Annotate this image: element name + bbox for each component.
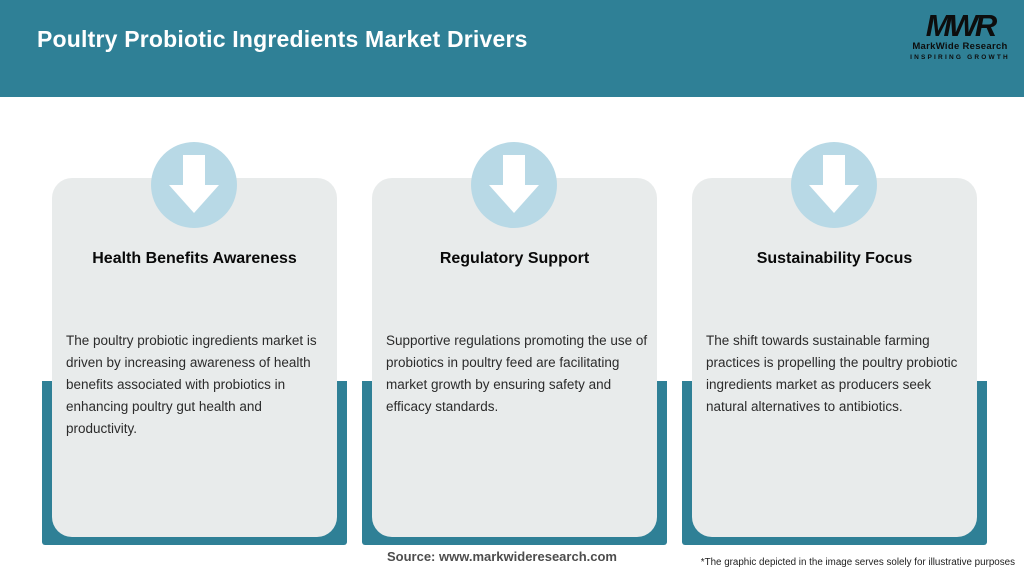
card-description: The shift towards sustainable farming pr… [706, 333, 958, 414]
arrow-stem [183, 155, 205, 186]
driver-card-group: Health Benefits Awareness The poultry pr… [42, 0, 347, 576]
down-arrow-icon [791, 142, 877, 228]
source-text: Source: www.markwideresearch.com [386, 549, 617, 564]
markwide-logo: MWR MarkWide Research INSPIRING GROWTH [910, 8, 1010, 62]
card-title: Sustainability Focus [756, 250, 913, 267]
driver-card-group: Regulatory Support Supportive regulation… [362, 0, 667, 576]
logo-mwr-icon: MWR [925, 8, 997, 43]
driver-card-group: Sustainability Focus The shift towards s… [682, 0, 987, 576]
card-description: Supportive regulations promoting the use… [386, 333, 648, 414]
card-title: Health Benefits Awareness [92, 250, 297, 267]
driver-card: Health Benefits Awareness The poultry pr… [52, 178, 337, 537]
arrow-head [169, 185, 219, 213]
down-arrow-icon [471, 142, 557, 228]
arrow-stem [823, 155, 845, 186]
arrow-stem [503, 155, 525, 186]
header-banner: Poultry Probiotic Ingredients Market Dri… [0, 0, 1024, 97]
logo-tagline: INSPIRING GROWTH [910, 54, 1010, 61]
arrow-head [809, 185, 859, 213]
arrow-head [489, 185, 539, 213]
page-title: Poultry Probiotic Ingredients Market Dri… [37, 26, 528, 52]
card-description: The poultry probiotic ingredients market… [66, 333, 317, 436]
logo-company-name: MarkWide Research [912, 41, 1008, 52]
down-arrow-icon [151, 142, 237, 228]
card-title: Regulatory Support [439, 250, 590, 267]
driver-card: Sustainability Focus The shift towards s… [692, 178, 977, 537]
driver-card: Regulatory Support Supportive regulation… [372, 178, 657, 537]
disclaimer-text: *The graphic depicted in the image serve… [700, 557, 1015, 568]
